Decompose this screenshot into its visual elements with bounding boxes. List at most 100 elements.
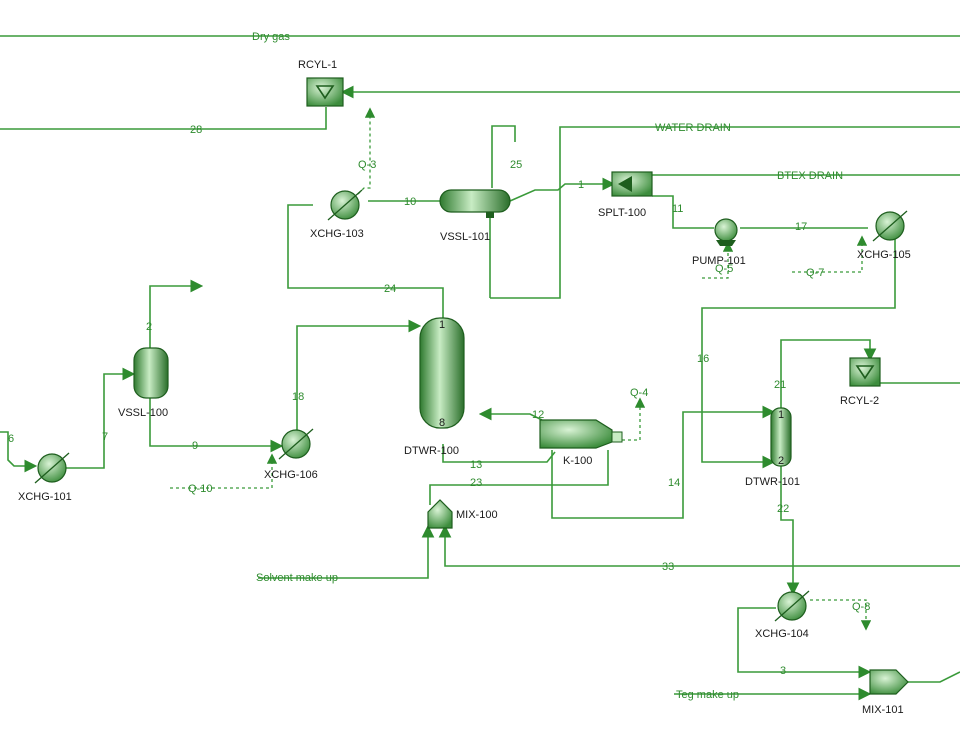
dtwr-101-body: [770, 407, 792, 467]
energy-q3[interactable]: [357, 107, 376, 195]
energy-q7[interactable]: [792, 235, 868, 273]
label-13: 13: [470, 459, 482, 471]
xchg-104[interactable]: [774, 590, 810, 622]
vssl-100[interactable]: [133, 347, 169, 399]
label-10: 10: [404, 196, 416, 208]
label-vssl-101: VSSL-101: [440, 231, 490, 243]
label-14: 14: [668, 477, 680, 489]
vssl-100-body: [133, 347, 169, 399]
stream-12[interactable]: [478, 407, 543, 421]
stream-7[interactable]: [66, 367, 136, 469]
rcyl-1[interactable]: [306, 77, 344, 107]
label-water-drain: WATER DRAIN: [655, 122, 731, 134]
stream-labels: Dry gas 28 WATER DRAIN BTEX DRAIN 25 10 …: [8, 31, 843, 701]
stream-16[interactable]: [701, 234, 896, 469]
energy-streams: [170, 107, 872, 631]
label-q3: Q-3: [358, 159, 376, 171]
rcyl-2-body: [849, 357, 881, 387]
label-dtwr-100: DTWR-100: [404, 445, 459, 457]
label-12: 12: [532, 409, 544, 421]
xchg-106[interactable]: [278, 428, 314, 460]
stream-1[interactable]: [509, 177, 616, 202]
energy-q4[interactable]: [616, 397, 646, 441]
stream-6[interactable]: [0, 431, 38, 473]
recycle-icon: [315, 85, 335, 100]
stream-solvent[interactable]: [258, 524, 435, 579]
label-1: 1: [578, 179, 584, 191]
stream-23[interactable]: [429, 450, 609, 505]
stream-18[interactable]: [296, 319, 422, 430]
stream-22[interactable]: [780, 460, 800, 596]
stream-11[interactable]: [652, 195, 714, 229]
hx-diagonal: [774, 590, 810, 622]
label-xchg-106: XCHG-106: [264, 469, 318, 481]
k-100[interactable]: [539, 419, 623, 449]
stream-9[interactable]: [149, 398, 284, 453]
stream-33[interactable]: [438, 524, 960, 567]
label-18: 18: [292, 391, 304, 403]
pump-101[interactable]: [714, 218, 738, 246]
label-q4: Q-4: [630, 387, 648, 399]
energy-q10[interactable]: [170, 453, 278, 489]
label-solvent-make-up: Solvent make up: [256, 572, 338, 584]
label-24: 24: [384, 283, 396, 295]
material-streams: [0, 35, 960, 701]
label-22: 22: [777, 503, 789, 515]
rcyl-1-body: [306, 77, 344, 107]
stream-21[interactable]: [780, 339, 877, 412]
vssl-101[interactable]: [439, 189, 511, 218]
hx-diagonal: [327, 189, 363, 221]
label-3: 3: [780, 665, 786, 677]
dtwr-101[interactable]: 1 2: [770, 407, 792, 467]
energy-q8[interactable]: [810, 599, 872, 631]
label-28: 28: [190, 124, 202, 136]
splt-100[interactable]: [611, 171, 653, 197]
hx-diagonal: [34, 452, 70, 484]
label-q7: Q-7: [806, 267, 824, 279]
dtwr-101-top-tray: 1: [778, 409, 784, 421]
label-q5: Q-5: [715, 263, 733, 275]
pump-base: [716, 240, 736, 246]
pump-icon: [714, 218, 738, 242]
mix-100[interactable]: [427, 499, 453, 529]
label-25: 25: [510, 159, 522, 171]
hx-diagonal: [278, 428, 314, 460]
stream-2[interactable]: [149, 279, 204, 348]
vssl-101-body: [439, 189, 511, 213]
label-23: 23: [470, 477, 482, 489]
label-2: 2: [146, 321, 152, 333]
xchg-105[interactable]: [872, 210, 908, 242]
stream-14[interactable]: [551, 405, 776, 519]
stream-25[interactable]: [491, 125, 516, 188]
unit-labels: RCYL-1 RCYL-2 XCHG-103 VSSL-101 SPLT-100…: [18, 59, 911, 716]
k-100-body: [539, 419, 613, 449]
hx-diagonal: [872, 210, 908, 242]
label-k-100: K-100: [563, 455, 592, 467]
label-btex-drain: BTEX DRAIN: [777, 170, 843, 182]
dtwr-100-bottom-tray: 8: [439, 417, 445, 429]
stream-13[interactable]: [442, 444, 556, 463]
dtwr-100-body: [419, 317, 465, 429]
stream-24[interactable]: [287, 204, 444, 322]
stream-3[interactable]: [737, 607, 872, 679]
stream-28[interactable]: [0, 107, 327, 130]
label-17: 17: [795, 221, 807, 233]
xchg-103[interactable]: [327, 189, 363, 221]
label-dry-gas: Dry gas: [252, 31, 290, 43]
stream-water-drain[interactable]: [490, 126, 960, 299]
mix-101[interactable]: [869, 669, 909, 695]
label-9: 9: [192, 440, 198, 452]
mixer-icon: [869, 669, 909, 695]
rcyl-2[interactable]: [849, 357, 881, 387]
dtwr-101-bottom-tray: 2: [778, 455, 784, 467]
label-mix-101: MIX-101: [862, 704, 904, 716]
label-rcyl-2: RCYL-2: [840, 395, 879, 407]
stream-mix101-out[interactable]: [905, 671, 960, 683]
dtwr-100[interactable]: 1 8: [419, 317, 465, 429]
label-7: 7: [102, 431, 108, 443]
vssl-101-boot: [486, 212, 494, 218]
xchg-101[interactable]: [34, 452, 70, 484]
label-dtwr-101: DTWR-101: [745, 476, 800, 488]
energy-q5[interactable]: [702, 241, 734, 279]
